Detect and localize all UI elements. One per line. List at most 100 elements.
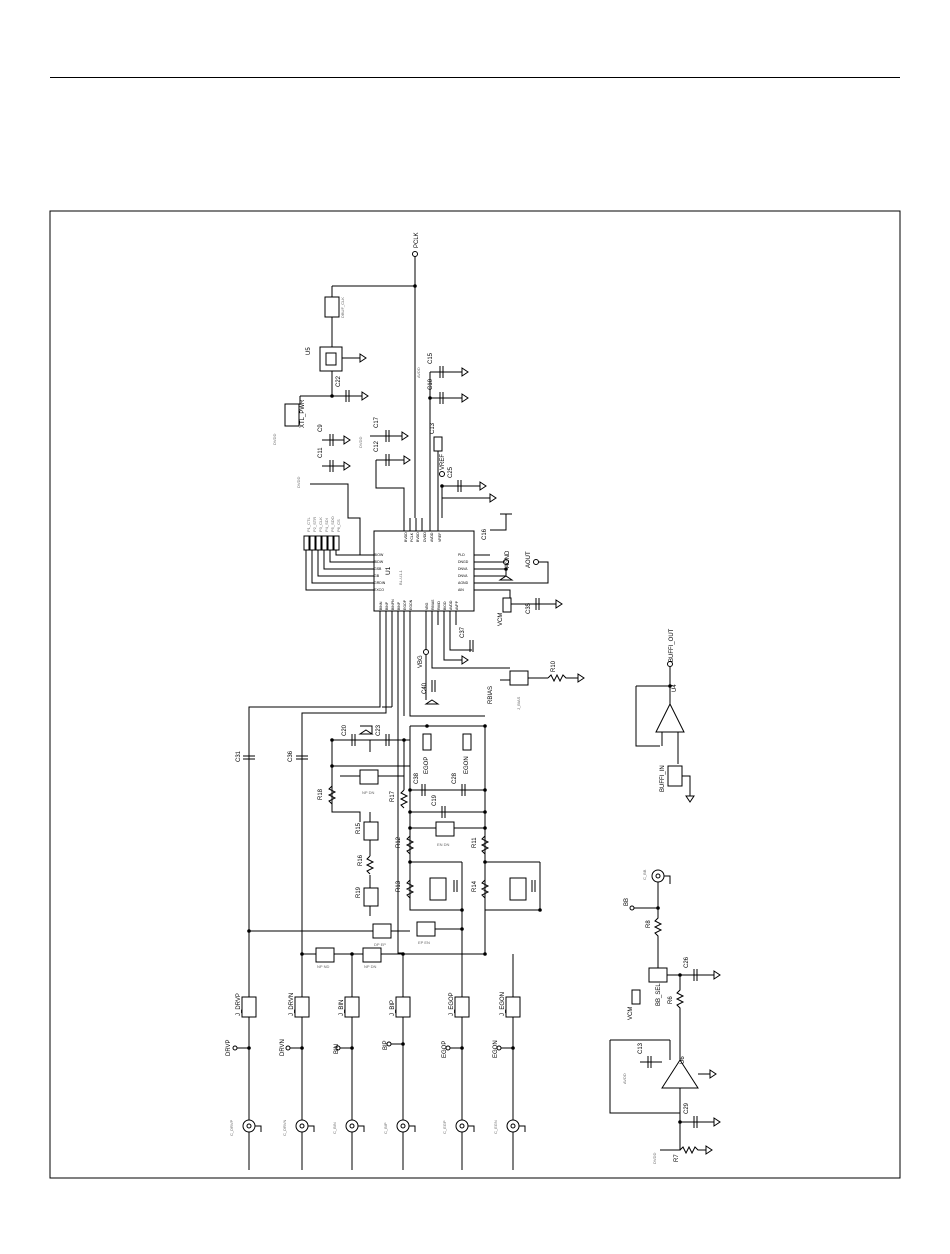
conn-bin: C_BIN xyxy=(332,1122,337,1134)
net-bip: BIP xyxy=(383,1040,389,1050)
u5-refdes: U5 xyxy=(306,347,312,355)
net-buffi-in: BUFFI_IN xyxy=(660,765,666,792)
r8-refdes: R8 xyxy=(646,920,652,928)
power-dvdd-3: DVDD xyxy=(358,437,363,448)
jumper-drvn: J_DRVN xyxy=(289,993,295,1016)
jumper-drvp: J_DRVP xyxy=(236,993,242,1016)
u1-pin-bot-9: RMID xyxy=(437,601,441,610)
dbuf-clk-label: DBUF_CLK xyxy=(340,297,345,318)
jumper-bin: J_BIN xyxy=(339,1000,345,1016)
c28-refdes: C28 xyxy=(452,772,458,784)
u1-pin-right-2: DNGD xyxy=(458,560,469,564)
net-buffi-out: BUFFI_OUT xyxy=(669,628,675,662)
rn-refdes: R15 xyxy=(356,822,362,834)
u1-pin-top-3: BVDD xyxy=(416,532,420,542)
power-avdd-2: AVDD xyxy=(622,1073,627,1084)
net-vbg: VBG xyxy=(418,655,424,668)
net-vcm: VCM xyxy=(498,613,504,626)
c25-refdes: C25 xyxy=(448,466,454,478)
c22-refdes: C22 xyxy=(336,375,342,387)
power-dvdd-2: DVDD xyxy=(296,477,301,488)
u1-pin-bot-12: AVPP xyxy=(455,600,459,610)
jumper-ep-en: EP EN xyxy=(418,940,430,945)
c10-refdes: C10 xyxy=(428,378,434,390)
jumper-np-dn-1: NP DN xyxy=(362,790,374,795)
net-agnd: AGND xyxy=(505,550,511,568)
u1-pin-top-5: AVDD xyxy=(430,532,434,542)
c11-refdes: C11 xyxy=(318,447,324,458)
c36-refdes: C36 xyxy=(288,750,294,762)
conn-drvn: C_DRVN xyxy=(282,1120,287,1136)
u1-pin-bot-11: AVDD xyxy=(449,600,453,610)
header-p1: P1_CTL xyxy=(306,517,311,532)
c13-refdes-b: C13 xyxy=(638,1042,644,1054)
header-p4: P4_SDI xyxy=(324,518,329,532)
net-bin: BIN xyxy=(334,1044,340,1054)
u1-pin-bot-8: RBIAS xyxy=(431,599,435,610)
header-p2: P2_STR xyxy=(312,517,317,532)
u1-pin-left-4: GB xyxy=(374,574,380,578)
conn-egn: C_EGN xyxy=(493,1120,498,1134)
j-bias-label: J_BIAS xyxy=(516,696,521,710)
power-dvdd-1: DVDD xyxy=(272,434,277,445)
net-rbias: RBIAS xyxy=(488,686,494,704)
u1-pin-right-6: AIN xyxy=(458,588,464,592)
c26-refdes: C26 xyxy=(684,956,690,968)
net-vref: VREF xyxy=(440,454,446,470)
net-drvp: DRVP xyxy=(226,1039,232,1056)
jumper-en-dn: EN DN xyxy=(437,842,450,847)
net-bb: BB xyxy=(624,898,630,906)
c3-refdes: C35 xyxy=(526,602,532,614)
u1-pin-bot-6: EGON xyxy=(409,599,413,610)
c30-refdes: C31 xyxy=(236,750,242,762)
r16-refdes: R16 xyxy=(358,854,364,866)
r14-refdes: R14 xyxy=(472,880,478,892)
header-p3: P3_CLK xyxy=(318,517,323,532)
c16-refdes: C16 xyxy=(482,528,488,540)
u1-pin-bot-7: VBG xyxy=(425,602,429,610)
u1-pin-left-3: GSB xyxy=(374,567,382,571)
r6-refdes: R6 xyxy=(668,996,674,1004)
u1-pin-bot-2: BINP xyxy=(385,601,389,610)
net-vcm-2: VCM xyxy=(628,1007,634,1020)
net-drvn: DRVN xyxy=(280,1039,286,1056)
net-aout: AOUT xyxy=(526,551,532,568)
c13-refdes: C13 xyxy=(430,422,436,434)
jumper-egon: J_EGON xyxy=(500,992,506,1016)
net-bb-sel: BB_SEL xyxy=(656,983,662,1006)
coax-connectors xyxy=(242,1119,526,1133)
r13-refdes: R13 xyxy=(396,880,402,892)
r18-refdes: R18 xyxy=(318,788,324,800)
u1-refdes: U1 xyxy=(385,566,392,575)
c23-refdes: C23 xyxy=(376,724,382,736)
net-econ: EGON xyxy=(464,756,470,774)
c38-refdes: C38 xyxy=(414,772,420,784)
u1-pin-bot-3: BINPN xyxy=(391,599,395,610)
jumper-np-dn-2: NP DN xyxy=(364,964,376,969)
r11-refdes: R11 xyxy=(472,837,478,848)
c9b-refdes: C19 xyxy=(432,794,438,806)
conn-bb: C_BB xyxy=(642,869,647,880)
xtl-pwr-label: XTL_PWR xyxy=(300,399,306,428)
c20-refdes: C20 xyxy=(342,724,348,736)
conn-bip: C_BIP xyxy=(383,1122,388,1134)
r12-refdes: R12 xyxy=(396,836,402,848)
u1-pin-right-5: AGND xyxy=(458,581,469,585)
jumper-np-nd: NP ND xyxy=(317,964,329,969)
r7-refdes: R7 xyxy=(674,1154,680,1162)
c4-refdes: C40 xyxy=(422,682,428,694)
u1-pin-left-6: EXCO xyxy=(374,588,384,592)
r17-refdes: R17 xyxy=(390,790,396,802)
u1-pin-right-4: DNVA xyxy=(458,574,468,578)
net-egon-bottom: EGON xyxy=(493,1040,499,1058)
conn-drvp: C_DRVP xyxy=(229,1120,234,1136)
header-p5: P5_SDO xyxy=(330,516,335,532)
c17-refdes: C17 xyxy=(374,416,380,428)
u6-refdes: U6 xyxy=(680,1056,686,1064)
conn-egp: C_EGP xyxy=(442,1120,447,1134)
u1-ic: U1 BL-U1-1 BIOW BIDW GSB GB GRDIN EXCO P… xyxy=(373,530,475,612)
rp-refdes: R19 xyxy=(356,886,362,898)
u4-refdes: U4 xyxy=(672,684,678,692)
c12-refdes: C12 xyxy=(374,440,380,452)
